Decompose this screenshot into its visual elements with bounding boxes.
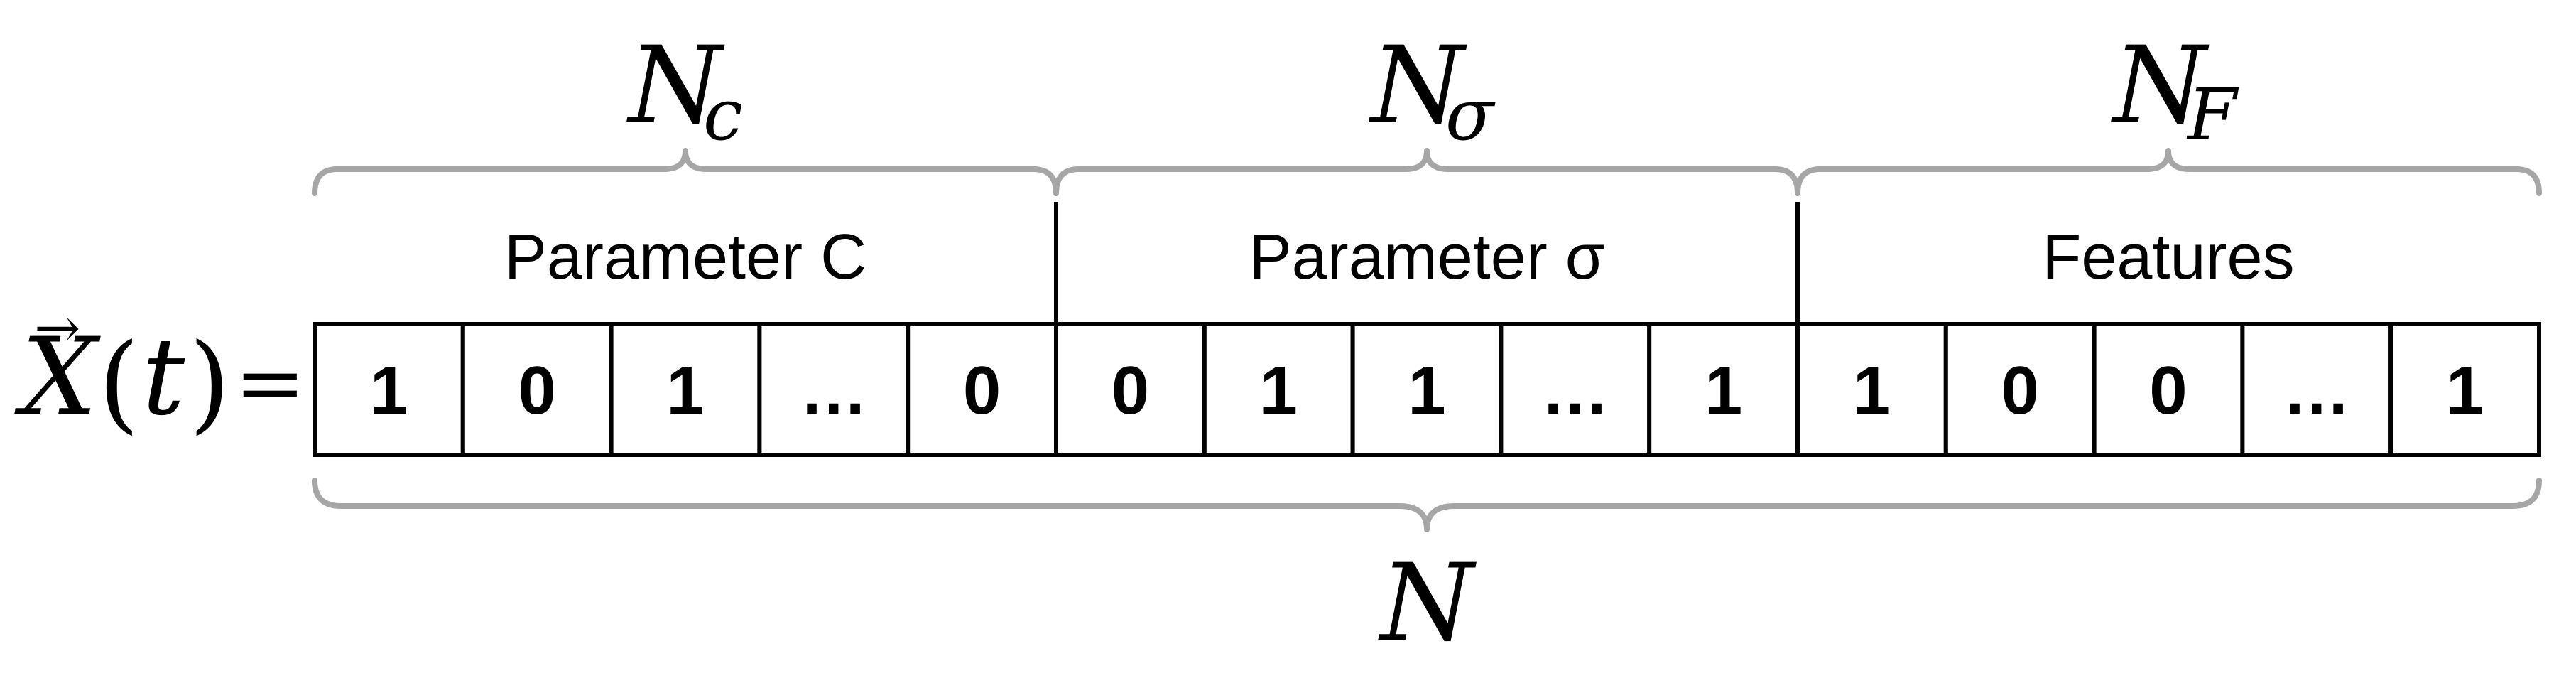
brace-segment-f xyxy=(1795,148,2542,196)
vector-open-paren: ( xyxy=(98,321,140,445)
bit-value: 1 xyxy=(1853,353,1891,429)
bit-cell xyxy=(1202,322,1355,457)
brace-segment-c xyxy=(312,148,1059,196)
bit-cell xyxy=(1647,322,1800,457)
size-symbol-main: N xyxy=(1369,24,1467,148)
bit-value: 1 xyxy=(1260,353,1298,429)
bit-value: 1 xyxy=(1408,353,1445,429)
size-symbol-main: N xyxy=(2111,24,2210,148)
size-symbol-subscript: c xyxy=(703,73,743,156)
bit-value: 1 xyxy=(2446,353,2484,429)
bit-cell xyxy=(2240,322,2393,457)
bit-value: 1 xyxy=(370,353,408,429)
brace-segment-sigma xyxy=(1053,148,1800,196)
bit-cell xyxy=(1795,322,1948,457)
size-symbol-c: N c xyxy=(626,24,743,156)
bit-cells: 1 0 1 … 0 0 1 1 … 1 1 0 0 … 1 xyxy=(313,322,2541,457)
bit-value: … xyxy=(800,353,868,429)
segment-label-sigma: Parameter σ xyxy=(1249,222,1605,293)
vector-argument: t xyxy=(142,316,185,439)
size-symbol-sigma: N σ xyxy=(1369,24,1496,156)
bit-cell xyxy=(1054,322,1207,457)
size-symbol-f: N F xyxy=(2111,24,2239,156)
bit-cell xyxy=(1350,322,1504,457)
brace-total xyxy=(312,478,2542,532)
bit-value: … xyxy=(1541,353,1609,429)
bit-value: 0 xyxy=(518,353,556,429)
bit-cell xyxy=(1943,322,2097,457)
vector-close-paren: ) xyxy=(189,321,231,445)
vector-equals: = xyxy=(234,334,306,433)
total-symbol: N xyxy=(1378,542,1477,665)
size-symbol-subscript: F xyxy=(2186,73,2239,156)
size-symbol-main: N xyxy=(626,24,725,148)
bit-value: 0 xyxy=(963,353,1001,429)
bit-value: 1 xyxy=(1705,353,1742,429)
segment-label-f: Features xyxy=(2042,222,2294,293)
bit-value: 1 xyxy=(666,353,704,429)
bit-cell xyxy=(2388,322,2541,457)
segment-label-c: Parameter C xyxy=(504,222,866,293)
vector-label: X → ( t ) = xyxy=(14,296,306,445)
bit-value: … xyxy=(2283,353,2351,429)
bit-value: 0 xyxy=(2001,353,2039,429)
bit-cell xyxy=(2092,322,2245,457)
bit-value: 0 xyxy=(2149,353,2187,429)
bit-value: 0 xyxy=(1112,353,1149,429)
vector-symbol: X xyxy=(14,316,101,439)
vector-arrow: → xyxy=(34,296,80,360)
size-symbol-subscript: σ xyxy=(1445,73,1496,156)
